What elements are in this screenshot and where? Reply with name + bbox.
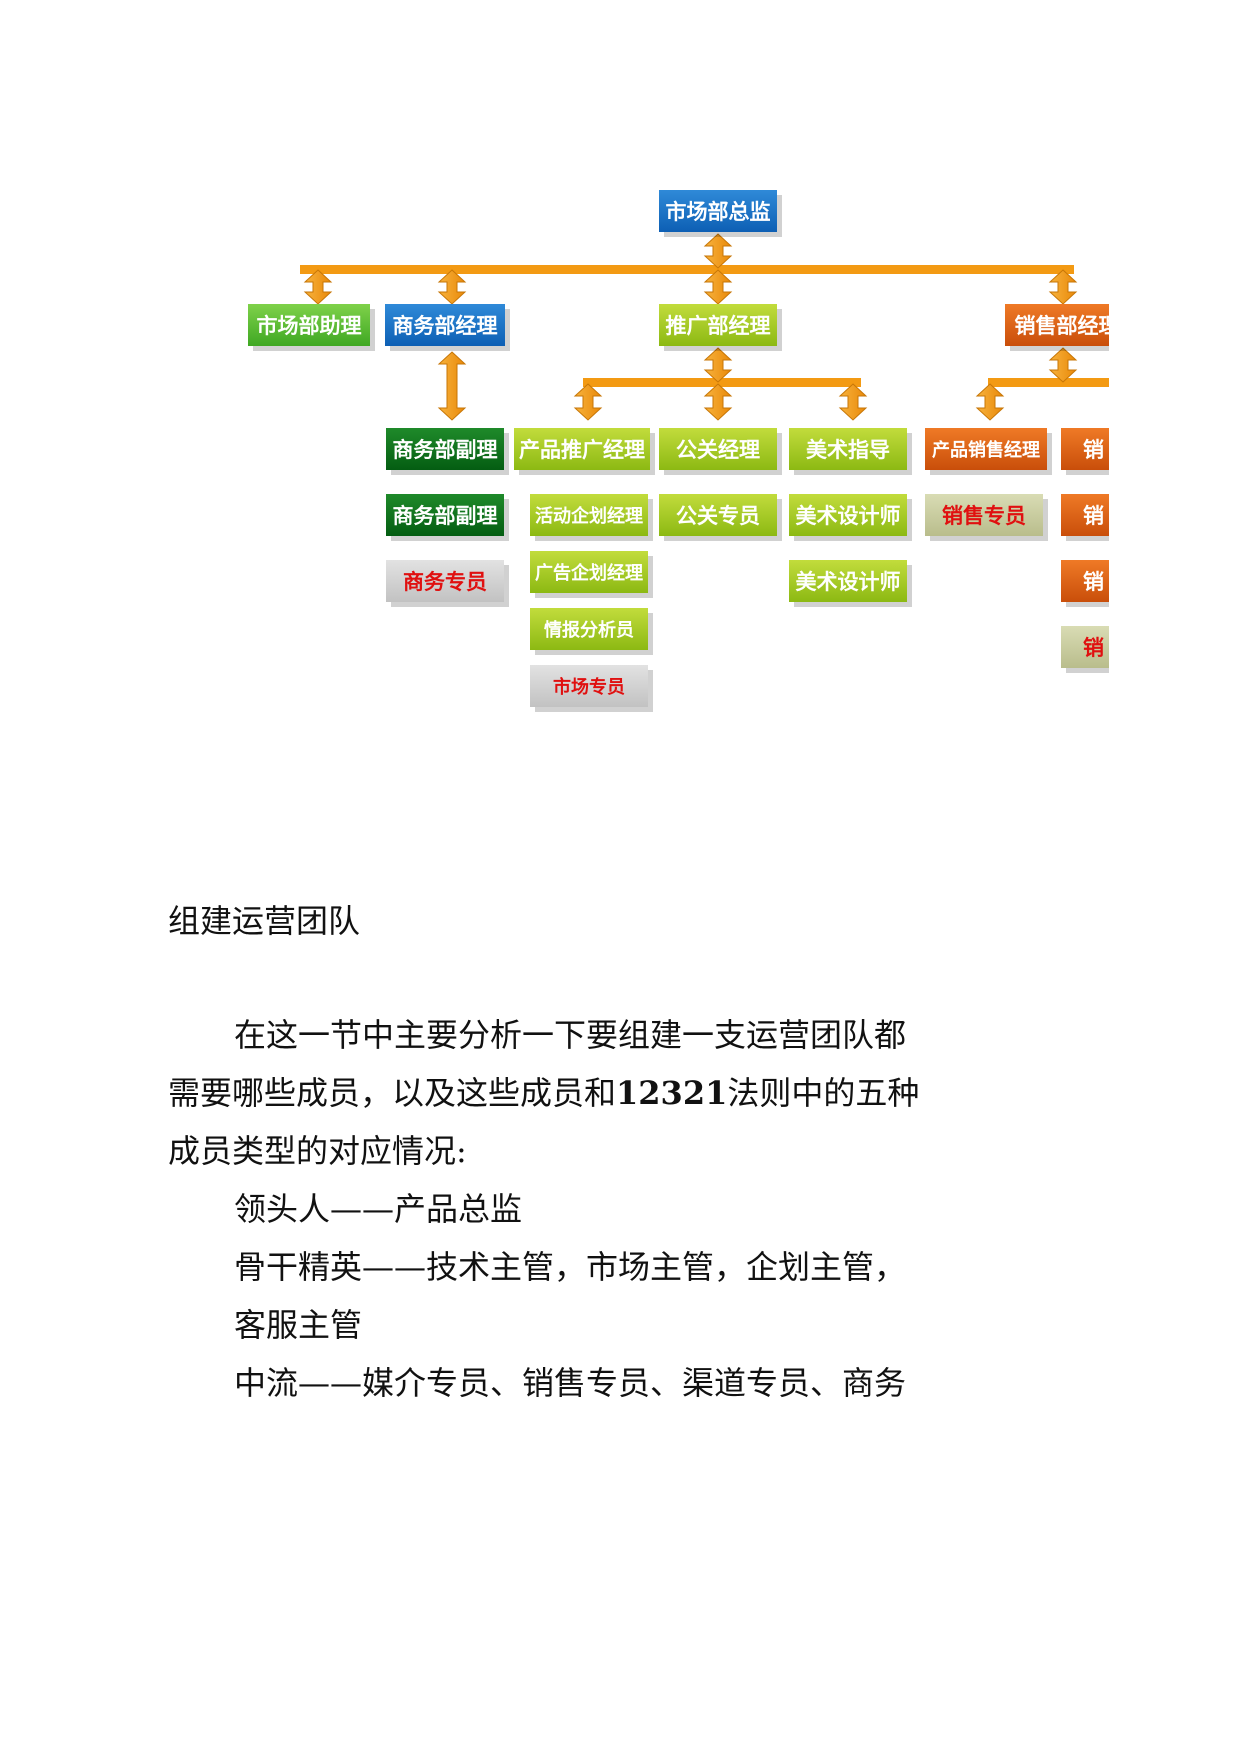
box-event-planning-manager: 活动企划经理 — [530, 494, 648, 536]
org-chart-connectors — [300, 233, 1109, 421]
box-market-specialist: 市场专员 — [530, 665, 648, 707]
box-business-specialist: 商务专员 — [386, 560, 504, 602]
box-business-manager: 商务部经理 — [385, 304, 505, 346]
mid-line: 中流——媒介专员、销售专员、渠道专员、商务 — [234, 1364, 907, 1402]
box-market-director: 市场部总监 — [659, 190, 777, 232]
box-business-deputy: 商务部副理 — [386, 494, 504, 536]
box-pr-manager: 公关经理 — [659, 428, 777, 470]
box-product-promotion-manager: 产品推广经理 — [514, 428, 650, 470]
double-arrow — [437, 351, 467, 421]
bus-line-sales — [988, 378, 1109, 387]
paragraph-line: 在这一节中主要分析一下要组建一支运营团队都 — [234, 1016, 907, 1054]
double-arrow — [1048, 347, 1078, 383]
paragraph-line: 需要哪些成员，以及这些成员和12321法则中的五种 — [168, 1064, 919, 1122]
box-sales-manager: 销售部经理 — [1005, 304, 1109, 346]
box-sales-cutoff: 销 — [1061, 428, 1109, 470]
elite-line: 客服主管 — [234, 1306, 363, 1344]
box-promotion-manager: 推广部经理 — [659, 304, 777, 346]
box-art-designer: 美术设计师 — [789, 560, 907, 602]
box-sales-cutoff: 销 — [1061, 494, 1109, 536]
double-arrow — [975, 383, 1005, 421]
box-sales-specialist: 销售专员 — [925, 494, 1043, 536]
double-arrow — [838, 383, 868, 421]
bus-line-promotion — [583, 378, 861, 387]
double-arrow — [703, 347, 733, 383]
double-arrows — [303, 233, 1078, 421]
double-arrow — [703, 233, 733, 269]
double-arrow — [437, 269, 467, 305]
paragraph-line: 成员类型的对应情况: — [168, 1132, 467, 1170]
box-art-designer: 美术设计师 — [789, 494, 907, 536]
box-sales-cutoff: 销 — [1061, 560, 1109, 602]
box-business-deputy: 商务部副理 — [386, 428, 504, 470]
org-chart: 市场部总监 市场部助理 商务部经理 推广部经理 销售部经理 商务部副理 商务部副… — [0, 0, 1109, 760]
rule-number: 12321 — [616, 1074, 728, 1112]
double-arrow — [1048, 269, 1078, 305]
box-market-assistant: 市场部助理 — [248, 304, 370, 346]
paragraph-text: 法则中的五种 — [727, 1074, 920, 1112]
box-art-director: 美术指导 — [789, 428, 907, 470]
paragraph-text: 需要哪些成员，以及这些成员和 — [168, 1074, 617, 1112]
double-arrow — [303, 269, 333, 305]
double-arrow — [703, 269, 733, 305]
double-arrow — [573, 383, 603, 421]
box-intel-analyst: 情报分析员 — [530, 608, 648, 650]
bus-line-level1 — [300, 265, 1074, 274]
box-ad-planning-manager: 广告企划经理 — [530, 551, 648, 593]
box-pr-specialist: 公关专员 — [659, 494, 777, 536]
box-product-sales-manager: 产品销售经理 — [925, 428, 1047, 470]
box-sales-cutoff: 销 — [1061, 626, 1109, 668]
section-title: 组建运营团队 — [168, 902, 361, 940]
double-arrow — [703, 383, 733, 421]
elite-line: 骨干精英——技术主管，市场主管，企划主管， — [234, 1248, 907, 1286]
leader-line: 领头人——产品总监 — [234, 1190, 523, 1228]
